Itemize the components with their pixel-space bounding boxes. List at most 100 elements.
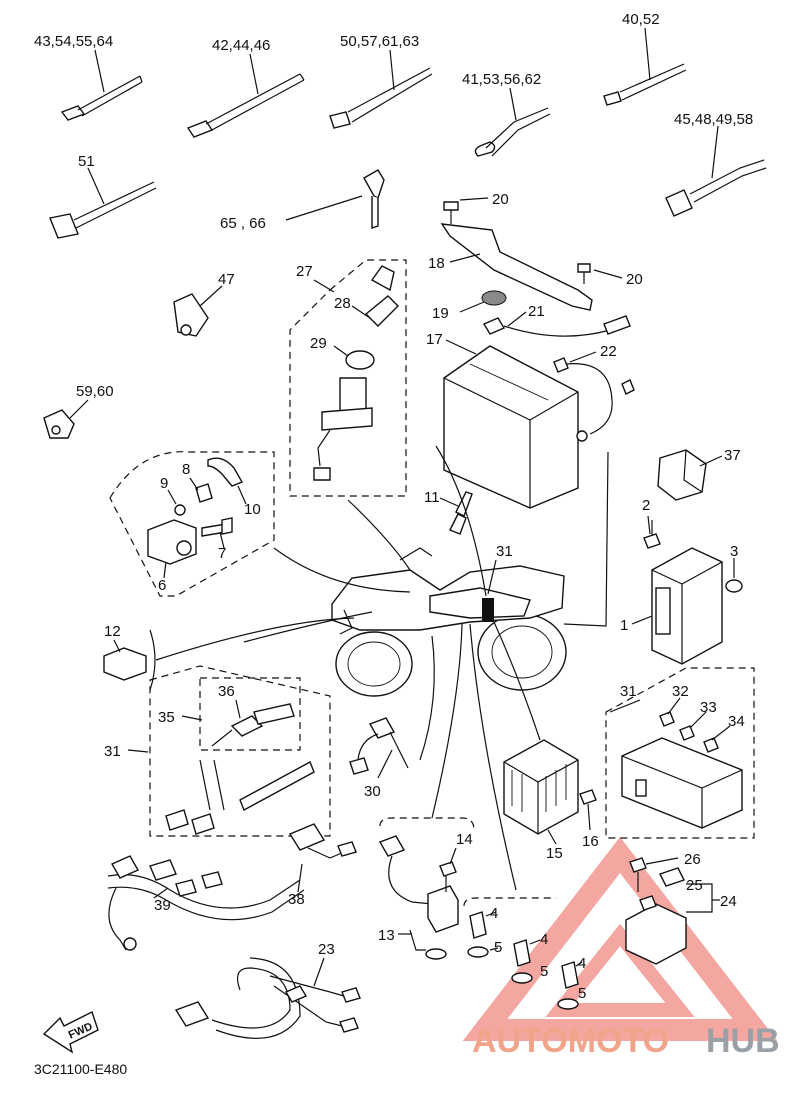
leader-18 (449, 253, 481, 263)
callout-28: 28 (334, 295, 351, 312)
switch-30 (349, 717, 409, 775)
wire-harness-39 (107, 855, 305, 951)
leader-23 (313, 957, 325, 987)
leader-21 (507, 311, 527, 327)
callout-9: 9 (160, 475, 168, 492)
callout-2: 2 (642, 497, 650, 514)
bolt-4b (513, 939, 531, 967)
leader-31a (487, 559, 497, 595)
callout-11: 11 (424, 489, 440, 506)
fuse-36 (211, 703, 295, 747)
leader-12 (113, 639, 121, 653)
leader-19 (459, 301, 485, 313)
fuse-34 (703, 737, 719, 753)
fwd-arrow: FWD (42, 1011, 99, 1054)
callout-19: 19 (432, 305, 449, 322)
cdi-unit-1 (651, 547, 723, 665)
leader-37 (699, 455, 723, 467)
leader-4b (529, 939, 541, 945)
nut-29 (345, 350, 375, 370)
callout-27: 27 (296, 263, 313, 280)
spark-plug-11 (449, 491, 473, 535)
fuse-box (621, 737, 743, 829)
leader-42 (249, 53, 259, 95)
callout-15: 15 (546, 845, 563, 862)
rectifier-15 (503, 739, 579, 835)
screw-14 (439, 861, 457, 892)
atv-silhouette (331, 547, 567, 697)
callout-40: 40,52 (622, 11, 660, 28)
callout-38: 38 (288, 891, 305, 908)
leader-28 (351, 305, 371, 319)
callout-14: 14 (456, 831, 473, 848)
leader-45 (711, 125, 719, 179)
leader-47 (199, 285, 223, 307)
watermark-text-2: HUB (706, 1022, 780, 1060)
leader-59 (69, 399, 89, 419)
leader-9 (167, 489, 177, 505)
screw-16 (579, 789, 597, 805)
leader-15-to-atv (493, 621, 541, 741)
leader-cdi-to-atv (563, 451, 609, 627)
leader-harness-to-atv (243, 611, 373, 643)
callout-32: 32 (672, 683, 689, 700)
bracket-13 (409, 929, 426, 951)
screw-26 (629, 857, 647, 892)
callout-13: 13 (378, 927, 395, 944)
leader-65 (285, 195, 363, 221)
leader-11 (439, 497, 459, 507)
callout-47: 47 (218, 271, 235, 288)
leader-38 (297, 863, 303, 893)
group-27-outline (289, 259, 407, 497)
washer-5c (557, 998, 579, 1010)
leader-31c (609, 699, 641, 713)
callout-1: 1 (620, 617, 628, 634)
fuse-33 (679, 725, 695, 741)
washer-5a (467, 946, 489, 958)
callout-4c: 4 (578, 955, 586, 972)
leader-8 (189, 477, 199, 491)
leader-16 (587, 803, 591, 831)
callout-12: 12 (104, 623, 121, 640)
leader-15 (547, 829, 557, 845)
leader-coil-to-atv (273, 547, 411, 593)
callout-30: 30 (364, 783, 381, 800)
clamp-59-60 (43, 409, 75, 439)
starter-relay-24 (625, 867, 687, 965)
fuse-32 (659, 711, 675, 727)
screw-2 (643, 520, 661, 549)
cable-tie-42 (186, 73, 305, 138)
callout-26: 26 (684, 851, 701, 868)
leader-10 (237, 485, 247, 505)
watermark-triangle (462, 836, 778, 1041)
leader-36 (235, 699, 241, 719)
callout-31a: 31 (496, 543, 513, 560)
callout-3: 3 (730, 543, 738, 560)
callout-23: 23 (318, 941, 335, 958)
callout-45: 45,48,49,58 (674, 111, 753, 128)
callout-35: 35 (158, 709, 175, 726)
leader-7 (219, 531, 225, 549)
callout-37: 37 (724, 447, 741, 464)
diagram-code: 3C21100-E480 (34, 1061, 127, 1077)
callout-51: 51 (78, 153, 95, 170)
callout-24: 24 (720, 893, 737, 910)
leader-1 (631, 615, 653, 625)
callout-39: 39 (154, 897, 171, 914)
cable-tie-51 (49, 181, 157, 239)
callout-22: 22 (600, 343, 617, 360)
callout-21: 21 (528, 303, 545, 320)
battery-17 (443, 345, 579, 509)
collar-3 (725, 579, 743, 593)
bracket-12 (149, 629, 156, 691)
battery-bracket-18 (440, 223, 593, 311)
leader-35 (181, 715, 203, 721)
battery-pad-19 (481, 290, 507, 306)
leader-5a (489, 947, 499, 951)
leader-40 (644, 27, 651, 81)
leader-20a (459, 197, 489, 201)
callout-36: 36 (218, 683, 235, 700)
leader-50 (389, 49, 395, 91)
callout-41: 41,53,56,62 (462, 71, 541, 88)
leader-31b (127, 749, 149, 753)
